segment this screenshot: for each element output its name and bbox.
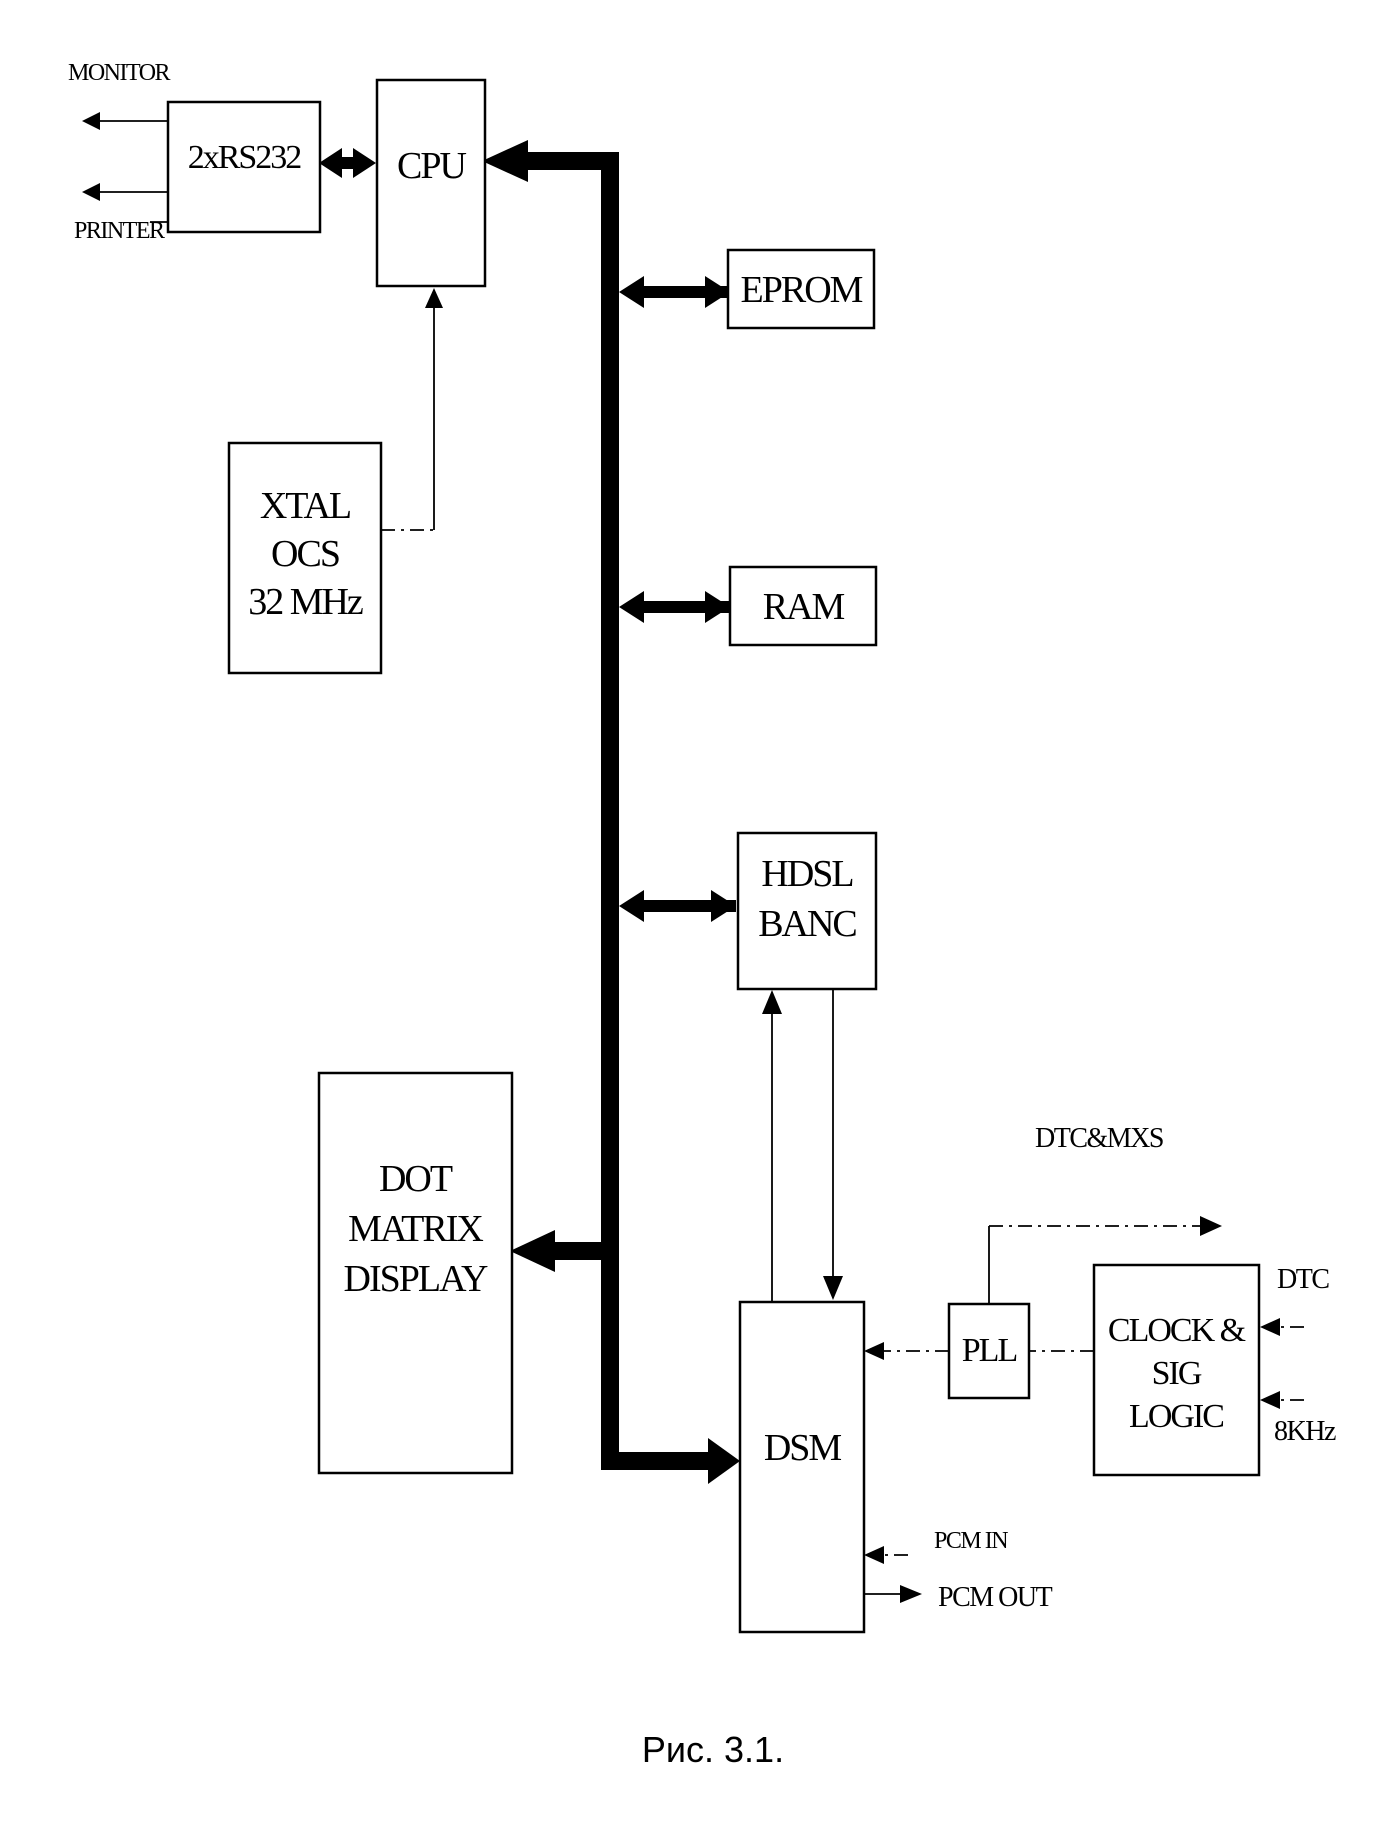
eprom-block: EPROM bbox=[726, 248, 876, 330]
monitor-arrow bbox=[82, 112, 168, 130]
svg-text:MATRIX: MATRIX bbox=[348, 1208, 483, 1250]
bus-arrow-hdsl bbox=[619, 890, 736, 922]
xtal-block: XTAL OCS 32 MHz bbox=[227, 441, 383, 675]
printer-arrow bbox=[82, 183, 168, 201]
svg-text:DSM: DSM bbox=[764, 1427, 842, 1469]
system-bus bbox=[482, 140, 740, 1484]
xtal-to-cpu bbox=[381, 288, 443, 531]
svg-text:CPU: CPU bbox=[397, 145, 466, 187]
khz-input-arrow bbox=[1260, 1391, 1304, 1409]
dsm-to-hdsl bbox=[762, 990, 782, 1302]
svg-text:BANC: BANC bbox=[758, 903, 856, 945]
svg-text:OCS: OCS bbox=[271, 533, 339, 575]
svg-text:LOGIC: LOGIC bbox=[1129, 1398, 1223, 1435]
pll-to-dtc-mxs bbox=[988, 1216, 1222, 1304]
ram-block: RAM bbox=[728, 565, 878, 647]
svg-text:CLOCK &: CLOCK & bbox=[1108, 1312, 1246, 1349]
pcm-in-arrow bbox=[864, 1546, 908, 1564]
svg-text:RAM: RAM bbox=[763, 586, 845, 628]
svg-text:XTAL: XTAL bbox=[260, 485, 350, 527]
svg-text:2xRS232: 2xRS232 bbox=[188, 139, 302, 176]
bus-arrow-eprom bbox=[619, 276, 730, 308]
dsm-block: DSM bbox=[738, 1300, 866, 1634]
svg-text:EPROM: EPROM bbox=[741, 269, 863, 311]
svg-text:32 MHz: 32 MHz bbox=[248, 581, 363, 623]
hdsl-block: HDSL BANC bbox=[736, 831, 878, 991]
cpu-block: CPU bbox=[375, 78, 487, 288]
pll-block: PLL bbox=[947, 1302, 1031, 1400]
pcm-out-arrow bbox=[864, 1585, 922, 1603]
svg-text:DOT: DOT bbox=[379, 1158, 453, 1200]
printer-label: PRINTER bbox=[74, 218, 165, 244]
svg-text:HDSL: HDSL bbox=[761, 853, 852, 895]
svg-text:SIG: SIG bbox=[1152, 1355, 1202, 1392]
dtc-label: DTC bbox=[1277, 1264, 1329, 1295]
bus-arrow-rs232-cpu bbox=[319, 148, 376, 178]
monitor-label: MONITOR bbox=[68, 60, 171, 86]
pcm-in-label: PCM IN bbox=[934, 1528, 1008, 1554]
figure-caption: Рис. 3.1. bbox=[642, 1729, 784, 1770]
display-block: DOT MATRIX DISPLAY bbox=[317, 1071, 514, 1475]
hdsl-to-dsm bbox=[823, 989, 843, 1300]
svg-text:PLL: PLL bbox=[962, 1332, 1017, 1369]
bus-arrow-ram bbox=[619, 591, 730, 623]
dtc-mxs-label: DTC&MXS bbox=[1035, 1123, 1163, 1154]
rs232-block: 2xRS232 bbox=[166, 100, 322, 234]
pll-to-dsm bbox=[864, 1342, 949, 1360]
dtc-input-arrow bbox=[1260, 1318, 1304, 1336]
svg-text:DISPLAY: DISPLAY bbox=[344, 1258, 489, 1300]
khz-label: 8KHz bbox=[1274, 1416, 1336, 1447]
clock-logic-block: CLOCK & SIG LOGIC bbox=[1092, 1263, 1261, 1477]
pcm-out-label: PCM OUT bbox=[938, 1582, 1053, 1613]
